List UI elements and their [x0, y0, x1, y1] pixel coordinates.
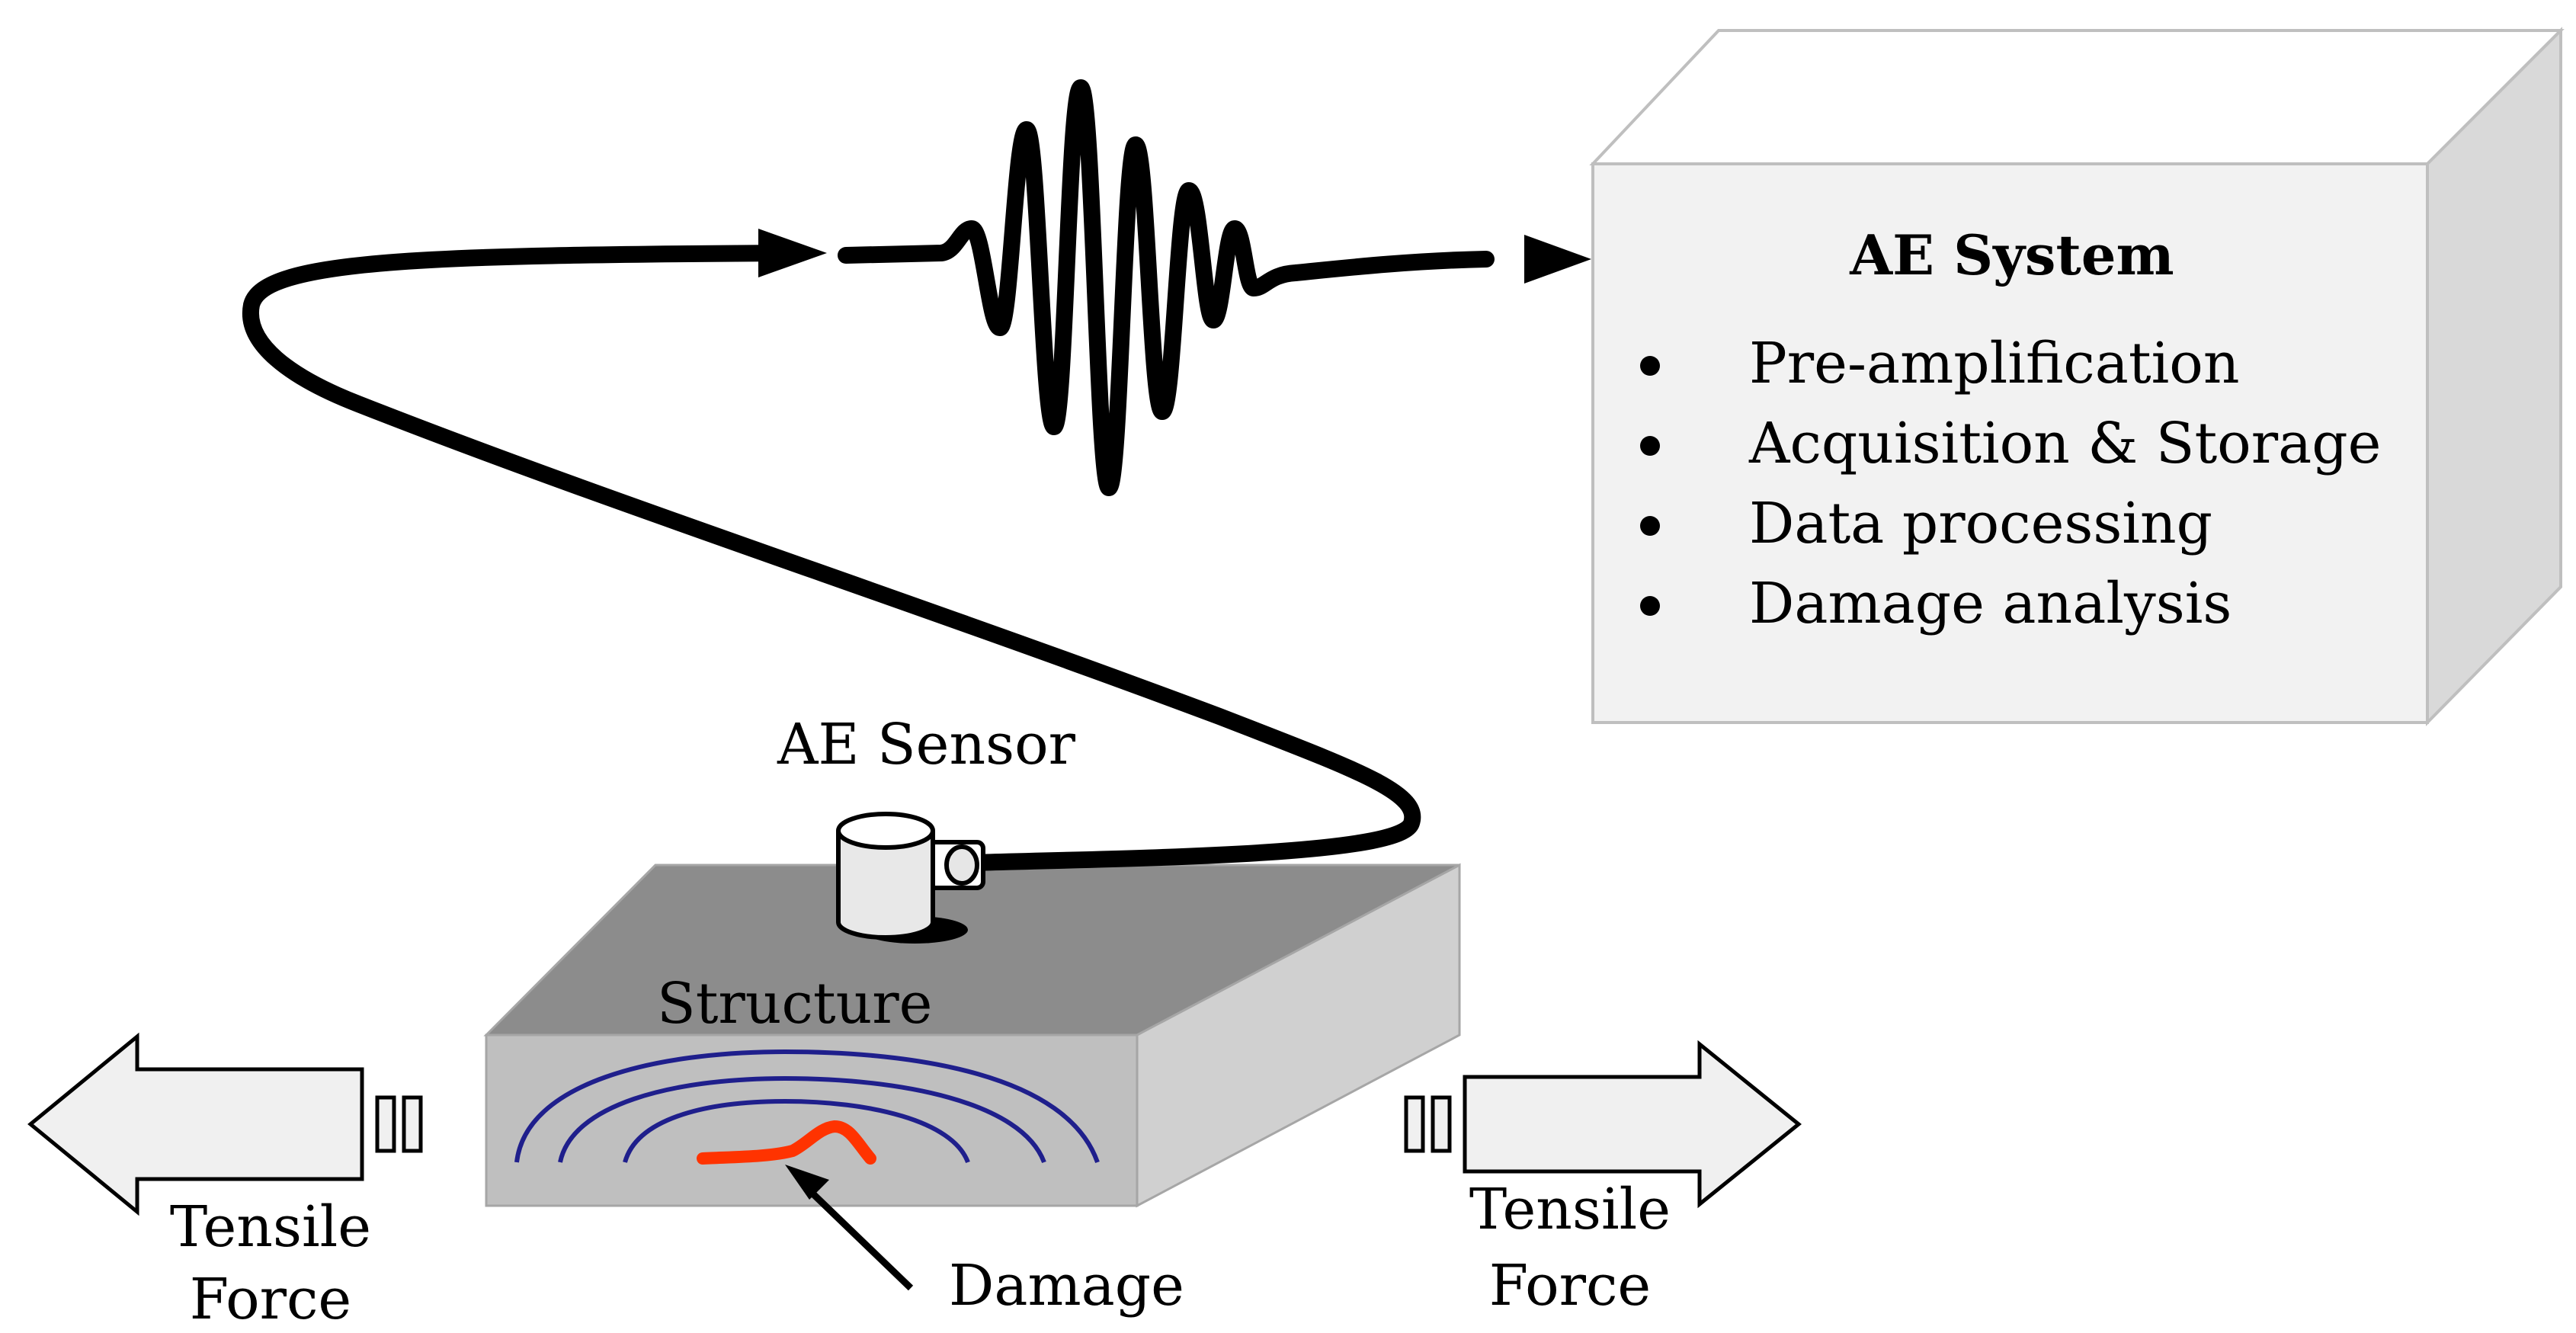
right-force-label-line1: Tensile: [1469, 1177, 1671, 1242]
left-force-label-line1: Tensile: [170, 1194, 371, 1260]
sensor-cable: [242, 245, 1421, 871]
ae-system-title: AE System: [1849, 223, 2174, 287]
structure-label: Structure: [657, 971, 932, 1037]
ae-box-front-face: [1591, 162, 2429, 724]
bullet-icon: [1640, 356, 1660, 376]
ae-box-top-face: [1589, 29, 2565, 165]
bullet-icon: [1640, 436, 1660, 456]
right-tensile-force-arrow: [1404, 1040, 1802, 1209]
sensor-top: [836, 812, 935, 850]
left-force-label-line2: Force: [190, 1267, 351, 1332]
acoustic-wave-rings: [514, 1049, 1100, 1164]
right-force-label-line2: Force: [1489, 1253, 1651, 1319]
ae-item-data-processing: Data processing: [1749, 491, 2212, 556]
ae-system-list: Pre-amplification Acquisition & Storage …: [1640, 331, 2381, 636]
bullet-icon: [1640, 516, 1660, 536]
sensor-body: [836, 831, 935, 940]
sensor-connector-end: [944, 844, 979, 886]
ae-sensor: [836, 812, 985, 944]
ae-sensor-label: AE Sensor: [777, 712, 1076, 777]
wave-ring-outer: [514, 1049, 1100, 1163]
left-tensile-force-arrow: [27, 1032, 423, 1216]
structure-slab: [483, 863, 1461, 1208]
damage-pointer-arrow: [785, 1165, 914, 1291]
ae-item-damage-analysis: Damage analysis: [1749, 571, 2232, 636]
ae-signal-waveform: [838, 79, 1495, 496]
signal-arrowhead-to-ae-system: [1524, 235, 1591, 284]
ae-system-box: [1589, 27, 2565, 726]
damage-crack: [697, 1120, 876, 1165]
damage-label: Damage: [949, 1253, 1184, 1319]
bullet-icon: [1640, 596, 1660, 616]
wave-ring-middle: [558, 1075, 1046, 1164]
wave-ring-inner: [623, 1098, 970, 1164]
signal-arrowhead-to-waveform: [758, 229, 827, 277]
ae-item-pre-amplification: Pre-amplification: [1749, 331, 2240, 396]
ae-item-acquisition-storage: Acquisition & Storage: [1748, 411, 2381, 476]
